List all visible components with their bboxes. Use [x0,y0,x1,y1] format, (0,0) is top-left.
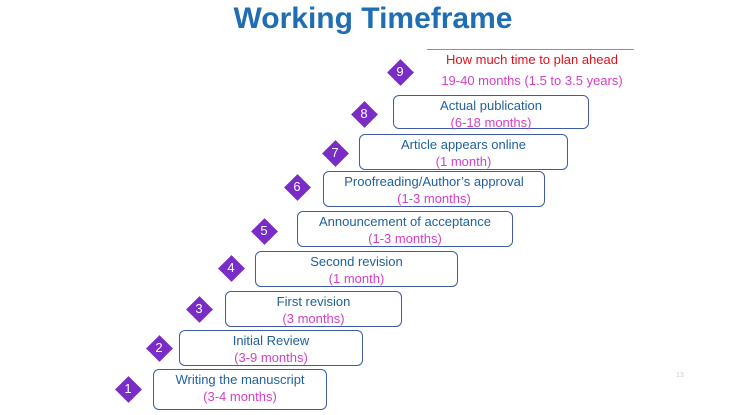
divider-line [427,49,634,50]
step-duration: (6-18 months) [450,115,532,130]
step-number: 7 [331,145,339,160]
step-number-9: 9 [396,64,404,79]
total-time: 19-40 months (1.5 to 3.5 years) [441,73,623,88]
step-duration: (1 month) [328,271,385,286]
step-duration: (1-3 months) [397,191,471,206]
step-number: 2 [155,340,163,355]
step-box: Actual publication (6-18 months) [393,95,589,130]
total-label: How much time to plan ahead [446,52,618,67]
step-label: Announcement of acceptance [318,214,491,229]
step-number: 5 [260,223,268,238]
step-label: Initial Review [232,333,310,348]
step-label: Writing the manuscript [175,372,305,387]
step-number: 4 [227,260,235,275]
step-box: Initial Review (3-9 months) [179,330,363,366]
step-duration: (3-9 months) [234,350,308,365]
step-duration: (1 month) [435,154,492,169]
step-number: 1 [124,381,132,396]
step-number: 3 [195,301,203,316]
step-duration: (3-4 months) [203,389,277,404]
step-number: 6 [293,179,301,194]
step-duration: (1-3 months) [368,231,442,246]
step-label: Article appears online [400,137,527,152]
step-box: Proofreading/Author’s approval (1-3 mont… [323,171,545,207]
page-number: 13 [676,372,684,379]
step-box: Writing the manuscript (3-4 months) [153,369,327,410]
slide-title: Working Timeframe [233,2,513,35]
step-box: Announcement of acceptance (1-3 months) [297,211,513,247]
step-label: Proofreading/Author’s approval [344,174,524,189]
step-label: Actual publication [440,98,542,113]
step-box: Second revision (1 month) [255,251,458,287]
step-box: Article appears online (1 month) [359,134,568,170]
step-duration: (3 months) [282,311,345,326]
step-label: Second revision [310,254,403,269]
step-number: 8 [360,106,368,121]
step-box: First revision (3 months) [225,291,402,327]
step-label: First revision [276,294,351,309]
